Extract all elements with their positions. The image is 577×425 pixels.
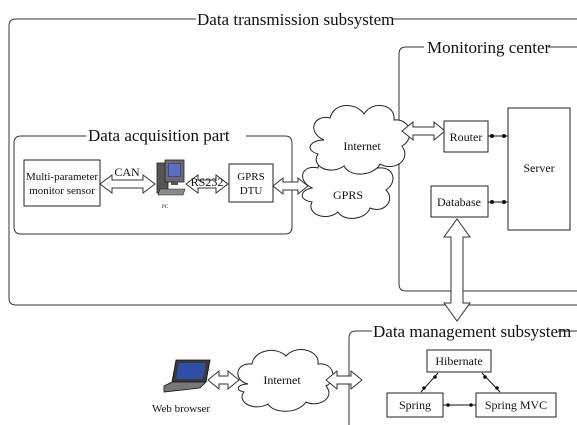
hibernate-box [426, 349, 492, 373]
spring-label: Spring [399, 398, 431, 412]
data-management-title: Data management subsystem [373, 322, 571, 341]
router-box [443, 120, 489, 153]
hibernate-springmvc-connector [481, 372, 501, 393]
database-label: Database [437, 195, 481, 209]
can-label: CAN [114, 165, 140, 179]
database-server-connector [488, 200, 508, 204]
internet-bottom-label: Internet [263, 373, 301, 387]
gprs-cloud-label: GPRS [333, 188, 363, 202]
data-management-frame [348, 330, 577, 425]
sensor-label-line1: Multi-parameter [26, 171, 98, 183]
sensor-box [23, 159, 101, 207]
data-transmission-frame [8, 18, 577, 306]
gprs-dtu-box [228, 163, 274, 203]
gprs-dtu-label-line1: GPRS [237, 171, 265, 183]
spring-mvc-label: Spring MVC [485, 398, 547, 412]
monitoring-center-frame [398, 46, 577, 292]
rs232-arrow [185, 174, 229, 194]
hibernate-spring-connector [420, 372, 439, 393]
internet-cloud-top [309, 105, 411, 175]
internet-top-label: Internet [343, 139, 381, 153]
browser-internet-arrow [207, 369, 240, 391]
monitoring-center-title: Monitoring center [427, 38, 551, 57]
internet-cloud-bottom [237, 349, 334, 412]
spring-springmvc-connector [443, 403, 476, 407]
router-server-connector [488, 134, 508, 138]
server-box [507, 107, 571, 231]
router-label: Router [450, 130, 483, 144]
data-transmission-title: Data transmission subsystem [197, 10, 394, 29]
sensor-label-line2: monitor sensor [29, 185, 95, 197]
rs232-label: RS232 [191, 175, 224, 189]
database-box [430, 185, 489, 218]
spring-mvc-box [475, 392, 557, 418]
can-arrow [99, 174, 156, 194]
pc-icon [156, 159, 186, 196]
laptop-icon [163, 359, 211, 393]
dtu-gprs-arrow [272, 176, 309, 196]
gprs-dtu-label-line2: DTU [240, 185, 263, 197]
server-label: Server [523, 161, 554, 175]
data-acquisition-frame [13, 135, 293, 235]
spring-box [386, 392, 444, 418]
pc-label: PC [162, 205, 169, 210]
database-management-arrow [443, 218, 471, 322]
web-browser-label: Web browser [152, 403, 210, 415]
data-acquisition-title: Data acquisition part [88, 126, 230, 145]
internet-management-arrow [325, 369, 363, 391]
hibernate-label: Hibernate [435, 354, 482, 368]
